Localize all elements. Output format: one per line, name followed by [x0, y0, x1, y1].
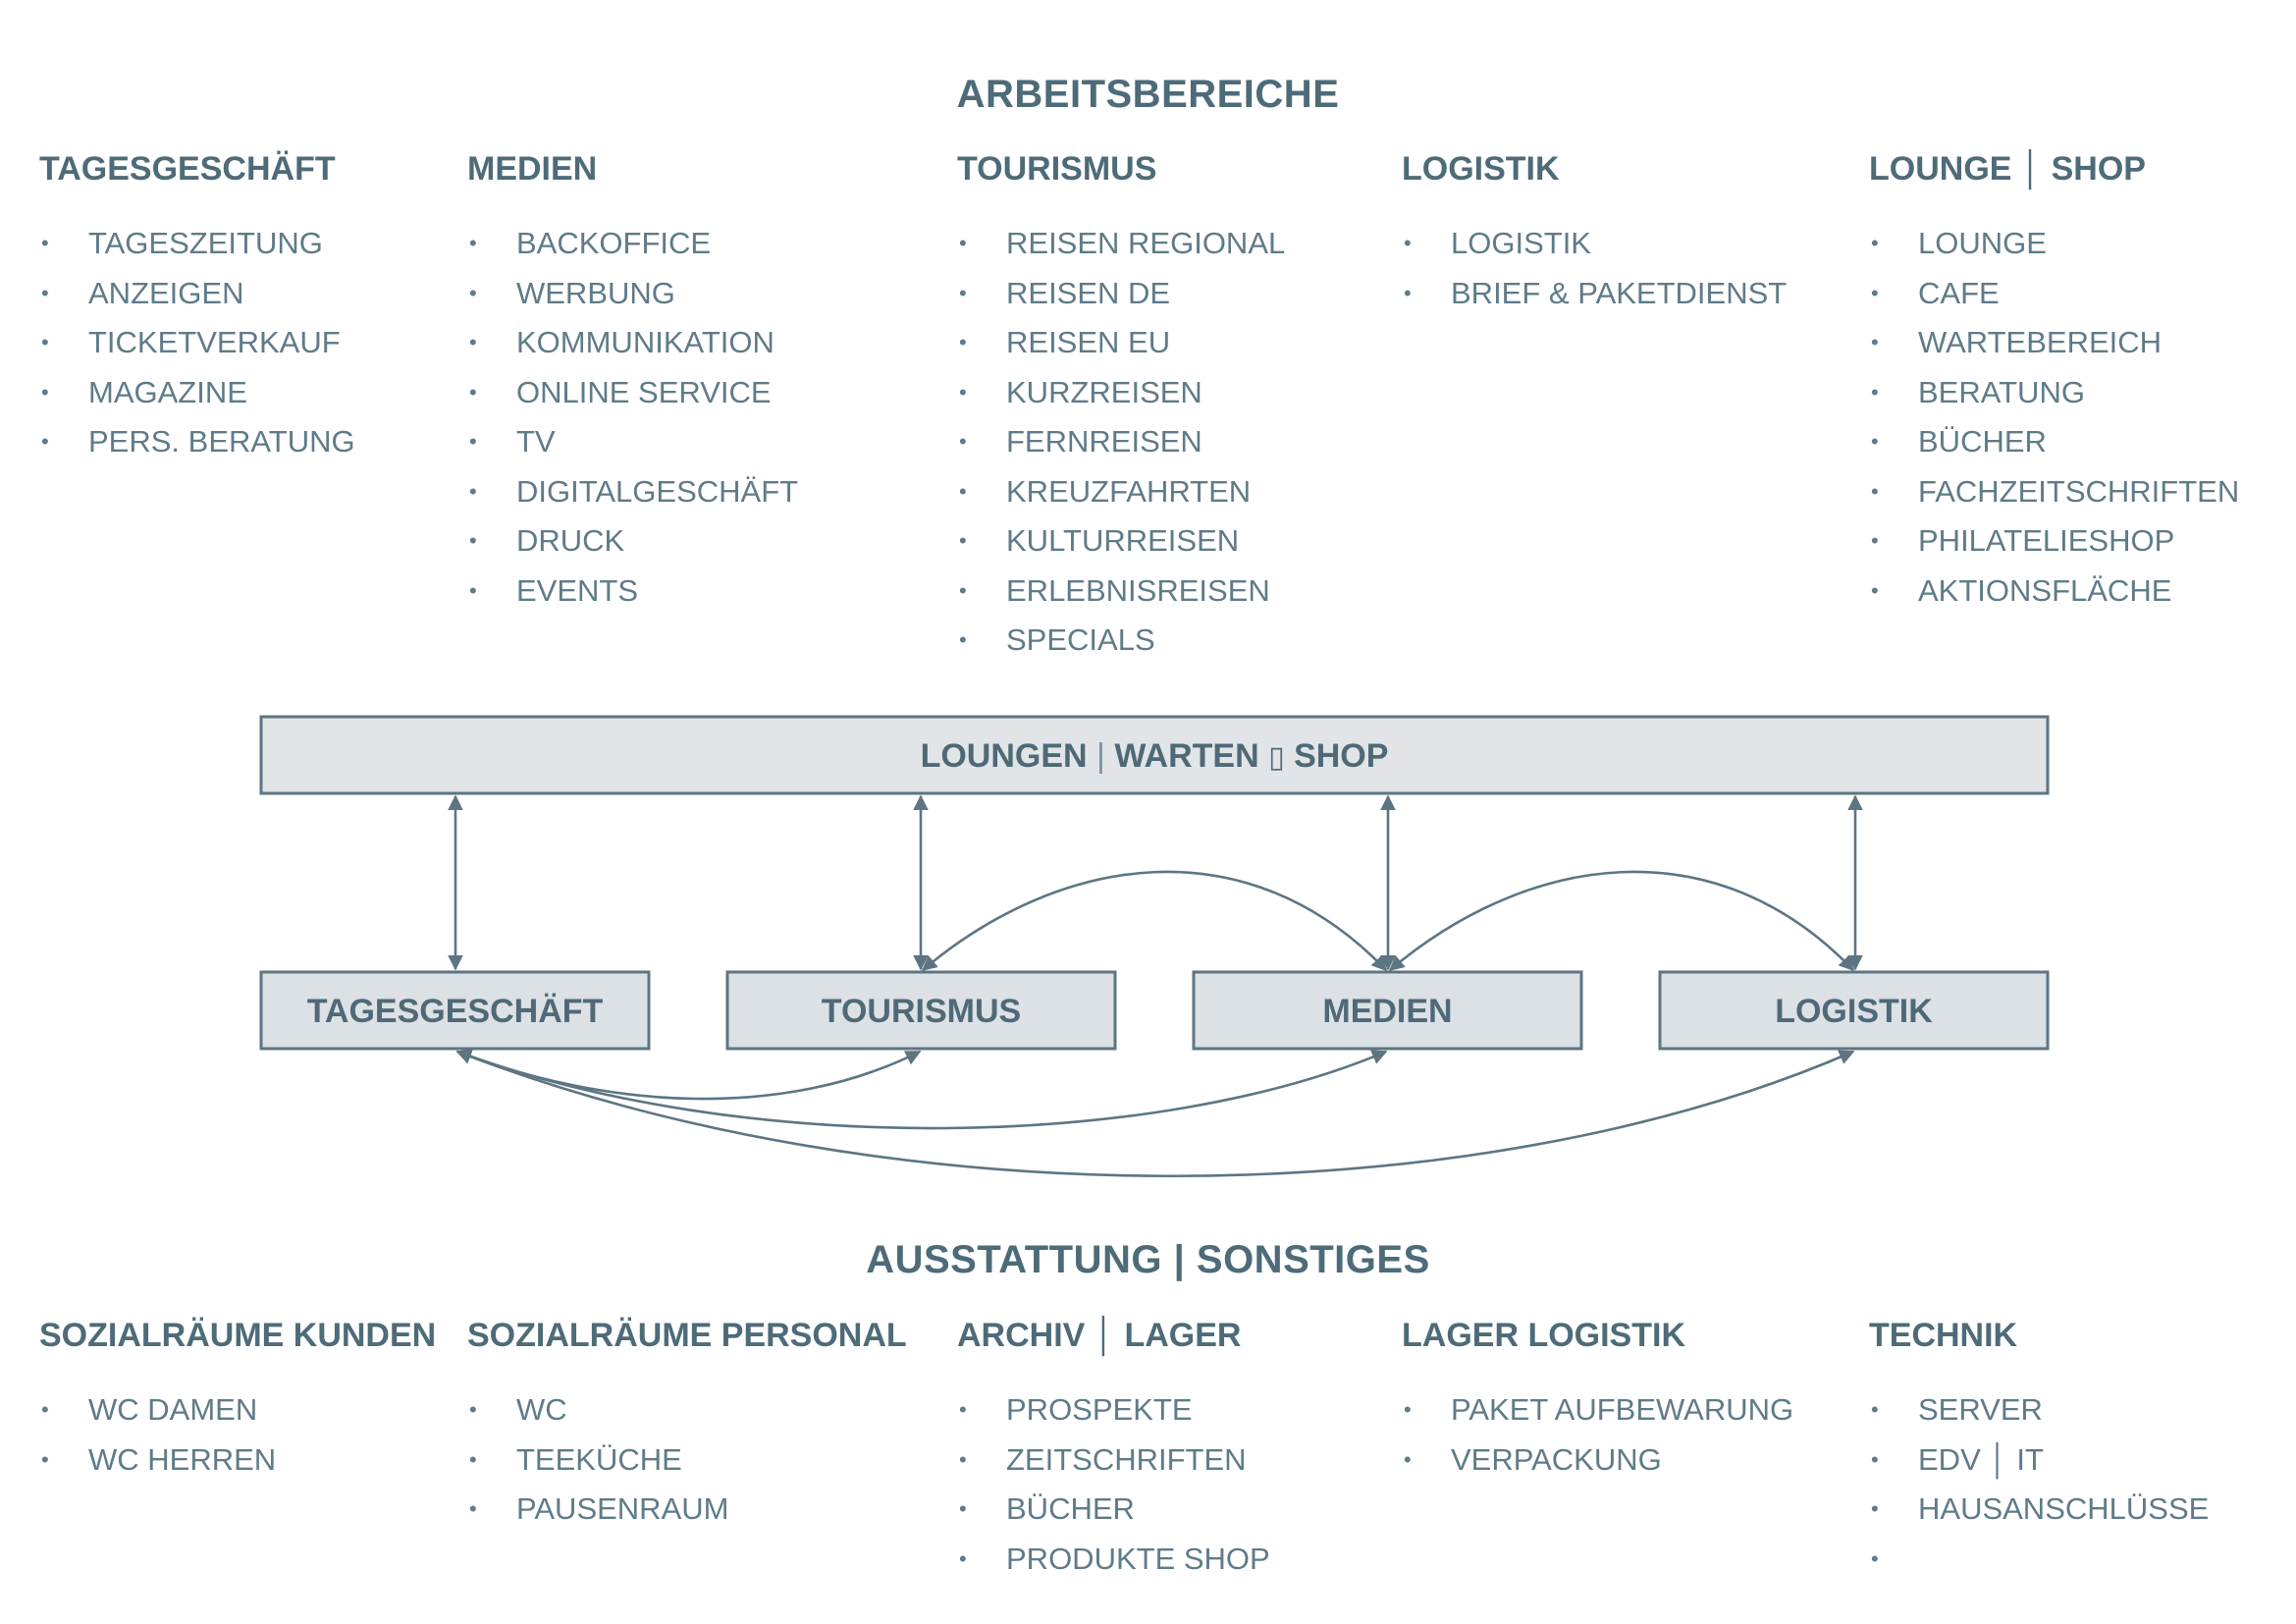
list-item: MAGAZINE [39, 368, 355, 418]
list-item: LOGISTIK [1402, 219, 1787, 269]
item-list: WC DAMEN WC HERREN [39, 1385, 436, 1485]
list-item: ERLEBNISREISEN [957, 567, 1285, 617]
list-item: WC HERREN [39, 1435, 436, 1486]
column-heading: LOUNGE │ SHOP [1869, 150, 2146, 188]
column-heading: MEDIEN [467, 150, 598, 188]
list-item: PHILATELIESHOP [1869, 516, 2239, 567]
list-item: BRIEF & PAKETDIENST [1402, 269, 1787, 319]
separator: | [1096, 737, 1105, 775]
ausstattung-title: AUSSTATTUNG | SONSTIGES [866, 1238, 1430, 1281]
list-item: BACKOFFICE [467, 219, 798, 269]
column-heading: SOZIALRÄUME KUNDEN [39, 1317, 437, 1354]
list-item: PAKET AUFBEWARUNG [1402, 1385, 1793, 1435]
list-item: EDV │ IT [1869, 1435, 2209, 1486]
list-item: TICKETVERKAUF [39, 318, 355, 368]
column-heading: TECHNIK [1869, 1317, 2018, 1354]
list-item: WERBUNG [467, 269, 798, 319]
list-item: REISEN EU [957, 318, 1285, 368]
list-item: FACHZEITSCHRIFTEN [1869, 467, 2239, 517]
list-item: REISEN REGIONAL [957, 219, 1285, 269]
item-list: PROSPEKTE ZEITSCHRIFTEN BÜCHER PRODUKTE … [957, 1385, 1270, 1584]
column-heading: LOGISTIK [1402, 150, 1560, 188]
item-list: WC TEEKÜCHE PAUSENRAUM [467, 1385, 907, 1535]
node-box [725, 970, 1117, 1051]
list-item: KREUZFAHRTEN [957, 467, 1285, 517]
list-item: LOUNGE [1869, 219, 2239, 269]
list-item: ANZEIGEN [39, 269, 355, 319]
list-item: PROSPEKTE [957, 1385, 1270, 1435]
item-list: LOUNGE CAFE WARTEBEREICH BERATUNG BÜCHER… [1869, 219, 2239, 616]
item-list: SERVER EDV │ IT HAUSANSCHLÜSSE [1869, 1385, 2209, 1584]
column-heading: LAGER LOGISTIK [1402, 1317, 1685, 1354]
column-technik: TECHNIK SERVER EDV │ IT HAUSANSCHLÜSSE [1869, 1319, 2209, 1584]
node-box [1658, 970, 2050, 1051]
list-item: TV [467, 417, 798, 467]
list-item: DIGITALGESCHÄFT [467, 467, 798, 517]
column-lager-logistik: LAGER LOGISTIK PAKET AUFBEWARUNG VERPACK… [1402, 1319, 1793, 1485]
list-item: BÜCHER [1869, 417, 2239, 467]
arbeitsbereiche-title: ARBEITSBEREICHE [956, 73, 1340, 116]
column-logistik: LOGISTIK LOGISTIK BRIEF & PAKETDIENST [1402, 152, 1787, 318]
list-item: AKTIONSFLÄCHE [1869, 567, 2239, 617]
list-item [1869, 1535, 2209, 1585]
list-item: ONLINE SERVICE [467, 368, 798, 418]
node-box [1192, 970, 1583, 1051]
lounge-label-part: WARTEN [1114, 737, 1258, 775]
connector-arrow [1388, 870, 1855, 972]
connector-arrow [921, 870, 1388, 972]
list-item: SERVER [1869, 1385, 2209, 1435]
column-heading: TAGESGESCHÄFT [39, 150, 336, 188]
lounge-label-part: SHOP [1294, 737, 1388, 775]
item-list: PAKET AUFBEWARUNG VERPACKUNG [1402, 1385, 1793, 1485]
node-label: MEDIEN [1322, 993, 1452, 1030]
column-sozialraeume-kunden: SOZIALRÄUME KUNDEN WC DAMEN WC HERREN [39, 1319, 436, 1485]
connector-arrow [455, 1049, 1388, 1130]
column-lounge-shop: LOUNGE │ SHOP LOUNGE CAFE WARTEBEREICH B… [1869, 152, 2239, 616]
column-heading: ARCHIV │ LAGER [957, 1317, 1242, 1354]
list-item: KURZREISEN [957, 368, 1285, 418]
list-item: SPECIALS [957, 616, 1285, 666]
column-medien: MEDIEN BACKOFFICE WERBUNG KOMMUNIKATION … [467, 152, 798, 616]
lounge-label-part: LOUNGEN [921, 737, 1088, 775]
list-item: PAUSENRAUM [467, 1485, 907, 1535]
column-archiv-lager: ARCHIV │ LAGER PROSPEKTE ZEITSCHRIFTEN B… [957, 1319, 1270, 1584]
column-tagesgeschaeft: TAGESGESCHÄFT TAGESZEITUNG ANZEIGEN TICK… [39, 152, 355, 467]
list-item: CAFE [1869, 269, 2239, 319]
list-item: FERNREISEN [957, 417, 1285, 467]
list-item: HAUSANSCHLÜSSE [1869, 1485, 2209, 1535]
column-sozialraeume-personal: SOZIALRÄUME PERSONAL WC TEEKÜCHE PAUSENR… [467, 1319, 907, 1535]
item-list: LOGISTIK BRIEF & PAKETDIENST [1402, 219, 1787, 318]
node-label: TOURISMUS [822, 993, 1021, 1030]
list-item: VERPACKUNG [1402, 1435, 1793, 1486]
item-list: TAGESZEITUNG ANZEIGEN TICKETVERKAUF MAGA… [39, 219, 355, 467]
list-item: PRODUKTE SHOP [957, 1535, 1270, 1585]
separator: ▯ [1268, 741, 1285, 774]
node-label: LOGISTIK [1775, 993, 1933, 1030]
column-tourismus: TOURISMUS REISEN REGIONAL REISEN DE REIS… [957, 152, 1285, 666]
lounge-box-label: LOUNGEN | WARTEN ▯ SHOP [921, 737, 1389, 775]
list-item: KULTURREISEN [957, 516, 1285, 567]
connector-arrow [455, 1049, 1855, 1177]
list-item: DRUCK [467, 516, 798, 567]
list-item: ZEITSCHRIFTEN [957, 1435, 1270, 1486]
lounge-box [259, 715, 2050, 795]
list-item: TAGESZEITUNG [39, 219, 355, 269]
list-item: BERATUNG [1869, 368, 2239, 418]
list-item: PERS. BERATUNG [39, 417, 355, 467]
column-heading: TOURISMUS [957, 150, 1157, 188]
list-item: WC [467, 1385, 907, 1435]
item-list: BACKOFFICE WERBUNG KOMMUNIKATION ONLINE … [467, 219, 798, 616]
node-box [259, 970, 651, 1051]
list-item: TEEKÜCHE [467, 1435, 907, 1486]
list-item: WC DAMEN [39, 1385, 436, 1435]
list-item: EVENTS [467, 567, 798, 617]
list-item: KOMMUNIKATION [467, 318, 798, 368]
list-item: WARTEBEREICH [1869, 318, 2239, 368]
item-list: REISEN REGIONAL REISEN DE REISEN EU KURZ… [957, 219, 1285, 666]
node-label: TAGESGESCHÄFT [307, 993, 604, 1030]
list-item: BÜCHER [957, 1485, 1270, 1535]
list-item: REISEN DE [957, 269, 1285, 319]
column-heading: SOZIALRÄUME PERSONAL [467, 1317, 907, 1354]
